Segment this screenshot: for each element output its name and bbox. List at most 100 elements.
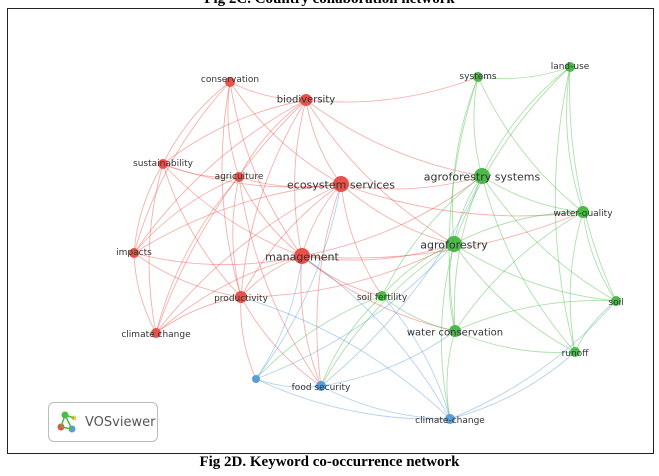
- node-management[interactable]: [294, 248, 310, 264]
- node-biodiversity[interactable]: [300, 94, 312, 106]
- edge-biodiversity-systems: [305, 76, 479, 103]
- node-label-land-use: land-use: [551, 62, 590, 72]
- edge-ecosystem-services-water-quality: [340, 183, 584, 217]
- edge-systems-water-conservation: [448, 76, 479, 332]
- network-canvas[interactable]: conservation biodiversity sustainability ag…: [7, 8, 654, 454]
- edge-productivity-food-security: [240, 296, 322, 387]
- edge-agroforestry-food-security: [320, 243, 455, 387]
- edge-soil-water-conservation: [454, 300, 617, 332]
- node-food-security[interactable]: [316, 381, 326, 391]
- node-water-conservation[interactable]: [449, 325, 461, 337]
- node-agroforestry[interactable]: [446, 236, 462, 252]
- node-climate-change-red[interactable]: [151, 328, 161, 338]
- node-layer: [129, 62, 621, 424]
- edge-sustainability-productivity: [162, 163, 242, 298]
- network-svg: conservation biodiversity sustainability ag…: [116, 62, 624, 426]
- node-water-quality[interactable]: [577, 206, 589, 218]
- edge-agroforestry-soil-fertility: [381, 243, 455, 297]
- node-agroforestry-systems[interactable]: [474, 168, 490, 184]
- edge-biodiversity-impacts: [133, 99, 307, 254]
- edge-soil-runoff: [574, 300, 617, 353]
- edge-land-use-agroforestry-systems: [481, 66, 571, 177]
- node-label-food-security: food security: [292, 383, 351, 393]
- edge-food-security-climate-change-blue: [320, 385, 451, 420]
- edge-sustainability-ecosystem-services: [162, 163, 342, 188]
- node-agriculture[interactable]: [234, 172, 244, 182]
- vosviewer-logo-icon: [57, 411, 77, 433]
- node-systems[interactable]: [473, 72, 483, 82]
- node-label-systems: systems: [459, 72, 497, 82]
- edge-soil-fertility-blue-node: [255, 295, 383, 380]
- edge-conservation-biodiversity: [229, 81, 307, 101]
- node-label-water-conservation: water conservation: [407, 327, 503, 338]
- edge-agroforestry-runoff: [453, 243, 576, 353]
- edge-biodiversity-management: [294, 99, 307, 257]
- edge-sustainability-impacts: [133, 163, 164, 254]
- edge-management-food-security: [300, 255, 322, 387]
- node-soil-fertility[interactable]: [377, 291, 387, 301]
- edge-ecosystem-services-climate-change-red: [155, 183, 342, 334]
- edge-agriculture-impacts: [133, 176, 240, 254]
- node-label-agriculture: agriculture: [215, 172, 264, 182]
- label-layer: conservation biodiversity sustainability ag…: [116, 62, 623, 426]
- edge-ecosystem-services-impacts: [133, 183, 342, 254]
- edge-sustainability-agriculture: [162, 163, 240, 178]
- node-label-soil-fertility: soil fertility: [357, 293, 408, 303]
- edge-blue-node-management: [255, 255, 303, 380]
- node-label-conservation: conservation: [201, 75, 259, 85]
- edge-agriculture-ecosystem-services: [238, 176, 342, 188]
- edge-systems-agroforestry-systems: [473, 76, 483, 177]
- edge-biodiversity-agroforestry: [305, 99, 455, 245]
- edge-systems-agroforestry: [451, 76, 479, 245]
- edge-agroforestry-climate-change-blue: [440, 243, 455, 420]
- edge-biodiversity-climate-change-red: [155, 99, 307, 334]
- node-impacts[interactable]: [129, 248, 139, 258]
- edge-ecosystem-services-agroforestry: [340, 183, 455, 245]
- node-soil[interactable]: [611, 296, 621, 306]
- node-label-sustainability: sustainability: [133, 159, 194, 169]
- edge-water-quality-runoff: [569, 211, 584, 353]
- node-runoff[interactable]: [570, 347, 580, 357]
- edge-management-water-conservation: [301, 255, 456, 332]
- edge-sustainability-management: [162, 163, 303, 257]
- edge-blue-node-ecosystem-services: [255, 183, 342, 380]
- node-ecosystem-services[interactable]: [333, 176, 349, 192]
- node-label-soil: soil: [608, 298, 623, 308]
- edge-management-climate-change-red: [155, 255, 303, 334]
- node-blue-node[interactable]: [252, 375, 260, 383]
- edge-agroforestry-soil: [453, 243, 617, 302]
- edge-management-soil-fertility: [301, 255, 383, 297]
- node-label-runoff: runoff: [562, 349, 590, 359]
- edge-water-conservation-climate-change-blue: [446, 330, 456, 420]
- node-sustainability[interactable]: [158, 159, 168, 169]
- edge-agroforestry-systems-soil: [481, 175, 617, 302]
- vosviewer-logo[interactable]: VOSviewer: [48, 402, 158, 442]
- node-productivity[interactable]: [235, 291, 247, 303]
- edge-soil-fertility-food-security: [320, 295, 383, 387]
- edge-systems-water-quality: [477, 76, 584, 213]
- node-label-biodiversity: biodiversity: [277, 94, 335, 105]
- node-climate-change-blue[interactable]: [445, 414, 455, 424]
- edge-food-security-agroforestry-systems: [320, 175, 483, 387]
- edge-conservation-agriculture: [227, 81, 240, 178]
- node-label-management: management: [265, 251, 339, 264]
- edge-food-security-water-conservation: [320, 330, 456, 387]
- edge-management-agroforestry: [301, 243, 455, 261]
- edge-land-use-soil: [569, 66, 617, 302]
- edge-climate-change-blue-runoff: [449, 351, 576, 420]
- edge-soil-fertility-water-conservation: [381, 295, 456, 332]
- edge-climate-change-blue-management: [301, 255, 451, 420]
- edge-land-use-runoff: [554, 66, 576, 353]
- edge-impacts-management: [133, 252, 303, 266]
- node-conservation[interactable]: [225, 77, 235, 87]
- node-label-ecosystem-services: ecosystem services: [287, 179, 395, 192]
- edge-conservation-productivity: [221, 81, 242, 298]
- edge-climate-change-blue-soil: [449, 300, 617, 420]
- edge-conservation-management: [229, 81, 303, 257]
- edge-systems-land-use: [477, 66, 571, 80]
- edge-climate-change-blue-productivity: [240, 296, 451, 420]
- node-land-use[interactable]: [565, 62, 575, 72]
- edge-water-quality-soil: [582, 211, 617, 302]
- edge-ecosystem-services-food-security: [316, 183, 342, 387]
- edge-land-use-agroforestry: [453, 66, 571, 245]
